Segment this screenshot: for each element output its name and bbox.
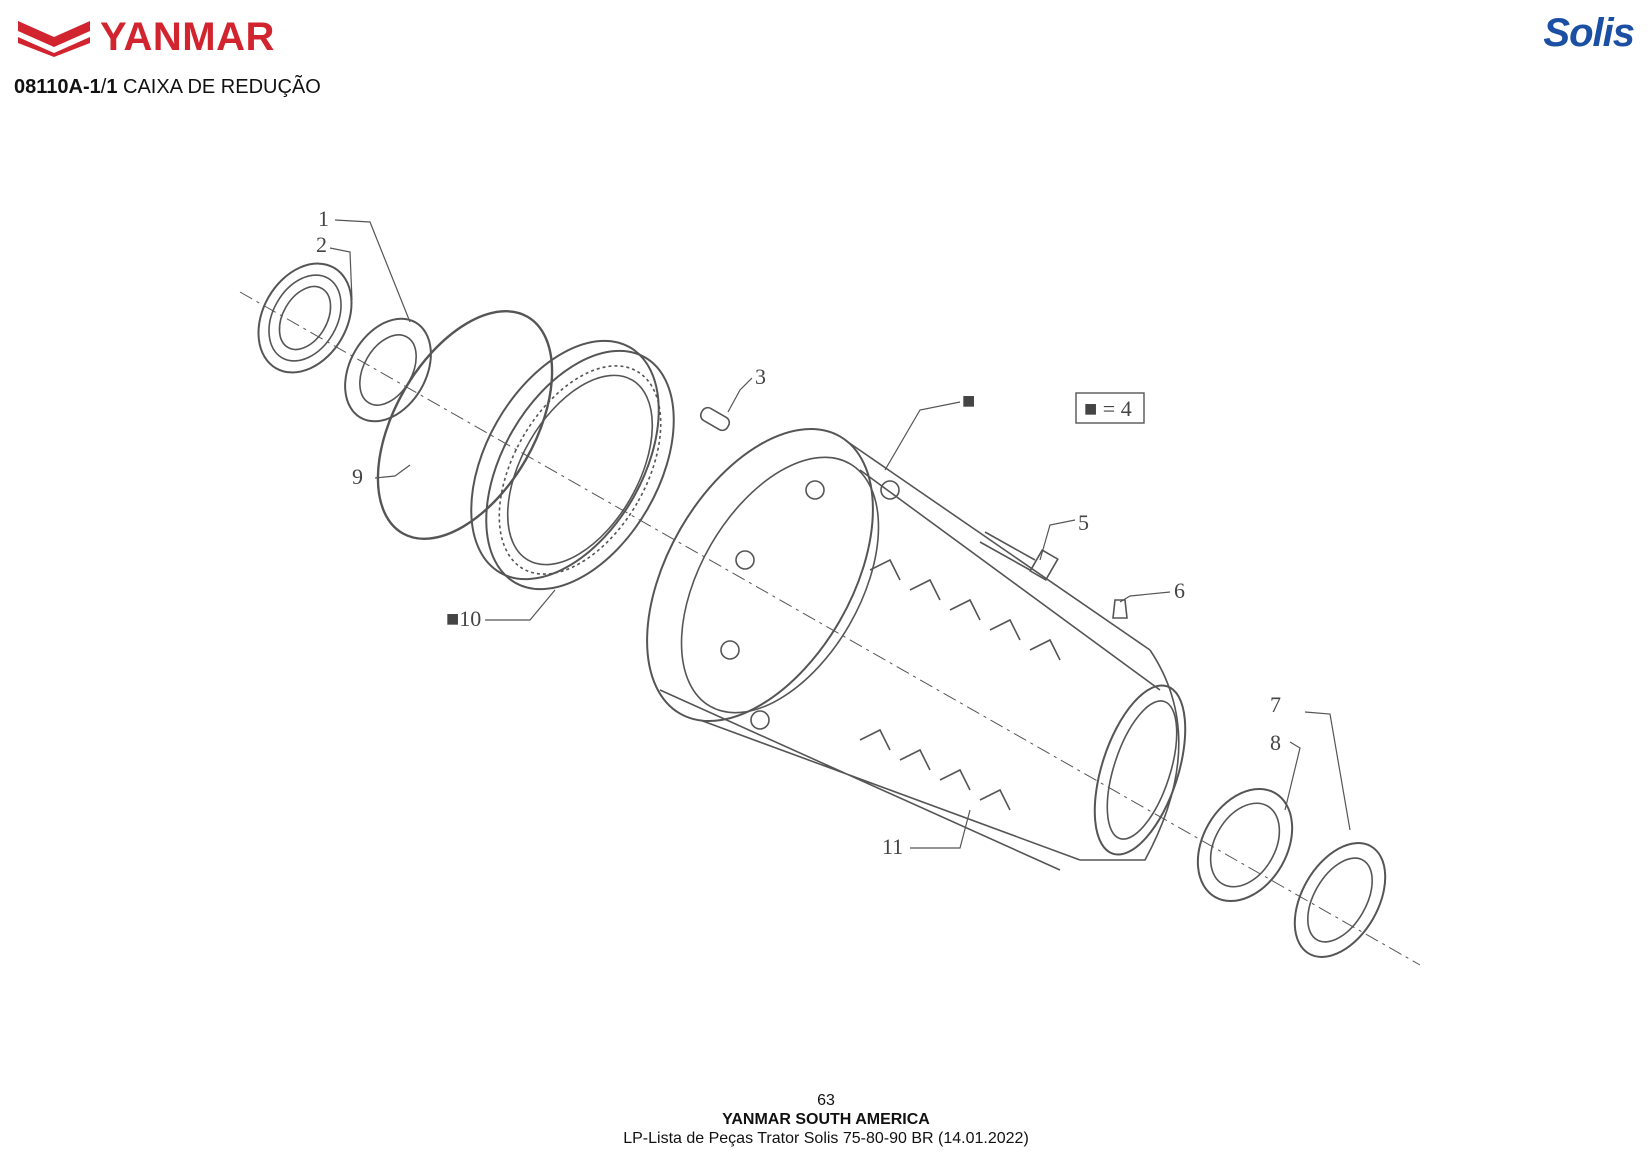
callout-9: 9 [352,464,363,489]
part-2-bearing [257,262,353,374]
part-5-bolt [979,531,1059,581]
callout-11: 11 [882,834,903,859]
callout-7: 7 [1270,692,1281,717]
callout-square-marker: ■ [962,388,975,413]
yanmar-wordmark: YANMAR [100,15,275,59]
part-9-o-ring [376,310,554,540]
quantity-legend: ■ = 4 [1084,396,1132,421]
callout-2: 2 [316,232,327,257]
part-3-pin [699,406,731,432]
part-10-ring-gear [470,339,675,591]
center-axis-line [239,291,1421,966]
part-1-seal [344,317,432,423]
part-11-housing [646,428,1187,871]
part-6-fitting [1112,599,1128,619]
callout-6: 6 [1174,578,1185,603]
solis-wordmark: Solis [1543,11,1635,55]
yanmar-logo: YANMAR [18,14,275,60]
title-text: CAIXA DE REDUÇÃO [117,76,321,98]
title-code: 08110A-1 [14,76,101,98]
callout-3: 3 [755,364,766,389]
page-title: 08110A-1/1 CAIXA DE REDUÇÃO [14,76,321,99]
company-name: YANMAR SOUTH AMERICA [722,1111,930,1128]
title-separator: / [100,76,107,98]
page-number: 63 [817,1092,835,1109]
document-reference: LP-Lista de Peças Trator Solis 75-80-90 … [623,1130,1029,1147]
part-7-seal [1293,842,1387,958]
part-8-bearing [1196,787,1294,903]
yanmar-chevron-icon [18,21,90,57]
callout-8: 8 [1270,730,1281,755]
callout-1: 1 [318,206,329,231]
title-sheet: 1 [106,76,118,98]
callout-10: ■10 [446,606,481,631]
callout-5: 5 [1078,510,1089,535]
callout-leaders [329,219,1351,849]
solis-logo: Solis [1543,10,1635,56]
quantity-legend-box [1075,392,1145,424]
